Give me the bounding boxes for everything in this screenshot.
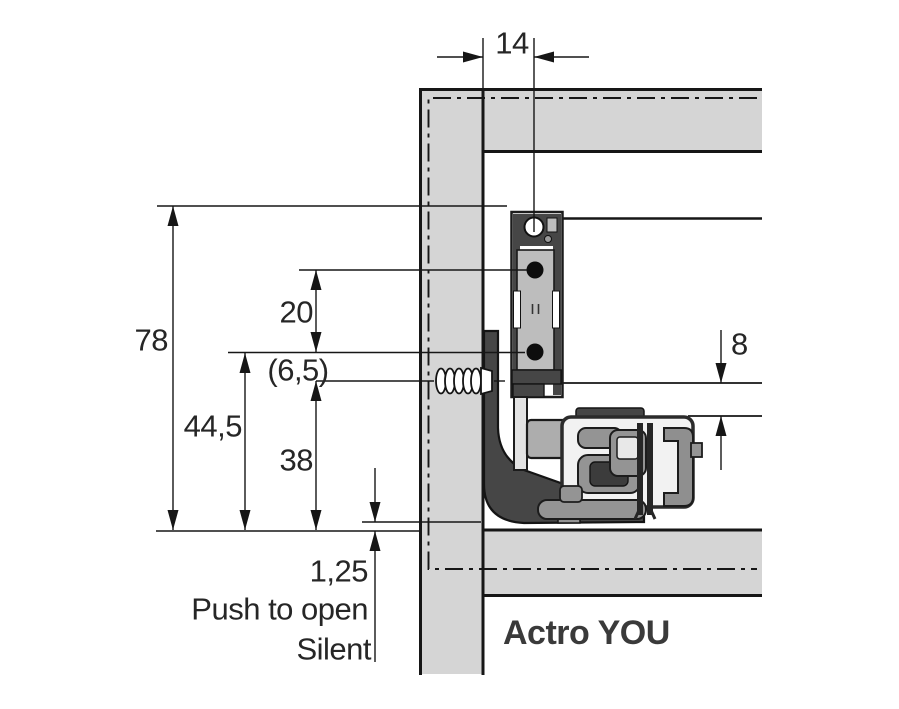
- damper-foot-1: [633, 507, 642, 520]
- dim-label-44-5: 44,5: [183, 408, 243, 444]
- arrow-down: [310, 510, 322, 530]
- top-panel: [483, 90, 762, 151]
- product-label: Actro YOU: [503, 614, 670, 652]
- arrow-down: [369, 502, 381, 522]
- damper-foot-2: [648, 507, 657, 520]
- screw-head: [480, 366, 493, 396]
- dim-label-38: 38: [279, 442, 314, 478]
- arrow-right: [463, 51, 483, 63]
- dim-label-78: 78: [134, 322, 169, 358]
- damper-rod-2: [647, 423, 653, 515]
- profile-slot-left: [513, 290, 521, 329]
- runner-tube-3-window: [616, 436, 639, 460]
- dimension-arrows: [167, 51, 727, 551]
- arrow-up: [310, 381, 322, 401]
- dim-label-14: 14: [495, 25, 529, 61]
- arrow-up: [369, 531, 381, 551]
- arrow-up: [310, 270, 322, 290]
- profile-base-step2: [512, 383, 545, 398]
- arrow-up: [715, 416, 727, 436]
- damper-rod-1: [637, 423, 643, 515]
- arrow-down: [310, 332, 322, 352]
- profile-slot-right: [552, 290, 560, 329]
- dim-label-20: 20: [279, 294, 314, 330]
- dimension-lines: [156, 38, 722, 662]
- fixing-hole-lower: [526, 343, 544, 361]
- arrow-up: [167, 206, 179, 226]
- dim-label-6-5: (6,5): [267, 352, 329, 388]
- fixing-hole-upper: [526, 261, 544, 279]
- runner-link: [559, 485, 583, 503]
- fixing-screw: [435, 366, 493, 396]
- profile-base-step1: [511, 369, 562, 385]
- annotation-silent: Silent: [296, 631, 371, 667]
- dim-label-1-25: 1,25: [309, 553, 369, 589]
- c-profile: [663, 427, 694, 507]
- drawer-runner: [525, 407, 703, 520]
- housing-insert: [546, 217, 558, 233]
- rear-profile: [510, 210, 564, 471]
- arrow-down: [239, 510, 251, 530]
- screw-thread: [470, 367, 482, 395]
- arrow-up: [239, 353, 251, 373]
- centerline: [427, 97, 757, 570]
- bottom-panel: [483, 531, 762, 595]
- runner-side-tab: [690, 442, 703, 458]
- runner-lower-tube: [537, 499, 647, 520]
- arrow-down: [167, 510, 179, 530]
- dim-label-8: 8: [731, 326, 748, 362]
- profile-foot-bar: [513, 396, 528, 471]
- arrow-down: [715, 363, 727, 383]
- arrow-left: [534, 51, 554, 63]
- housing-rivet: [544, 235, 552, 243]
- panel-contour: [419, 88, 762, 675]
- cabinet-panels: [419, 88, 762, 675]
- annotation-push-to-open: Push to open: [191, 591, 368, 627]
